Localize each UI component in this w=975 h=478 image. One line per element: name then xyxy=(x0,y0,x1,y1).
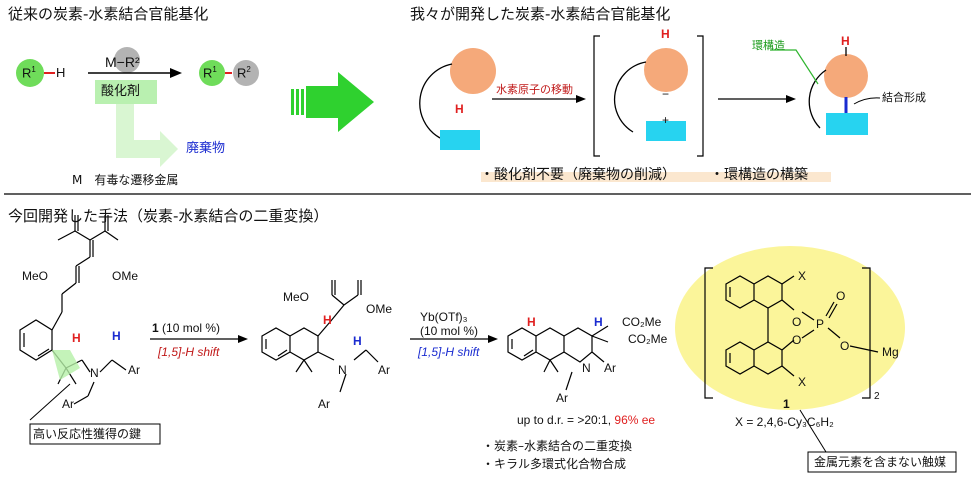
h-blue-2: H xyxy=(353,334,362,348)
product-r1: R1 xyxy=(203,65,217,81)
cat-p: P xyxy=(816,317,825,331)
cat-x-bottom: X xyxy=(798,375,807,389)
h-label-1: H xyxy=(455,102,464,116)
r2-circle-reagent xyxy=(114,47,140,73)
ar-3: Ar xyxy=(378,363,390,377)
h-label-2: H xyxy=(661,27,670,41)
orange-circle-2 xyxy=(644,48,688,92)
h-red-2: H xyxy=(323,313,332,327)
r2-circle-product xyxy=(233,60,259,86)
plus-sign: + xyxy=(662,113,670,127)
co2me-b: CO₂Me xyxy=(628,332,668,346)
ar-1: Ar xyxy=(128,363,140,377)
r1h-h: H xyxy=(56,65,66,80)
bond-formation-label: 結合形成 xyxy=(882,91,926,104)
product-r1-sup: 1 xyxy=(212,65,217,74)
cat-definition: X = 2,4,6-Cy₃C₆H₂ xyxy=(735,415,834,429)
ome-1: OMe xyxy=(112,269,139,283)
oxidant-box xyxy=(95,80,157,104)
shift-label-2: [1,5]-H shift xyxy=(418,345,480,359)
feature-1: ・炭素–水素結合の二重変換 xyxy=(482,439,633,453)
h-blue-3: H xyxy=(594,315,603,329)
cat-subscript: 2 xyxy=(874,391,880,402)
benefit-highlight xyxy=(481,172,831,182)
ome-2: OMe xyxy=(366,302,393,316)
bottom-title: 今回開発した手法（炭素-水素結合の二重変換） xyxy=(8,207,329,225)
h-label-3: H xyxy=(841,34,850,48)
h-red-3: H xyxy=(527,315,536,329)
key-label-box xyxy=(29,423,161,445)
r1-circle-product xyxy=(199,60,225,86)
cat-o-1: O xyxy=(792,315,802,329)
catalyst-highlight xyxy=(675,246,905,410)
yb-reagent: Yb(OTf)₃ xyxy=(420,310,468,324)
starting-material xyxy=(19,215,127,405)
h-blue-1: H xyxy=(112,329,121,343)
feature-2: ・キラル多環式化合物合成 xyxy=(482,457,627,471)
top-left-title: 従来の炭素-水素結合官能基化 xyxy=(8,5,209,23)
product-r2-r: R xyxy=(237,65,247,81)
n-2: N xyxy=(338,363,347,377)
benefit-2: ・環構造の構築 xyxy=(710,167,808,183)
r1-circle xyxy=(16,59,44,87)
catalyst-number-1: 1 xyxy=(152,321,159,335)
catalyst-amount-1: (10 mol %) xyxy=(162,321,221,335)
product-r1-r: R xyxy=(203,65,213,81)
key-label: 高い反応性獲得の鍵 xyxy=(33,427,142,441)
ring-structure-label: 環構造 xyxy=(752,39,785,52)
metal-note: M 有毒な遷移金属 xyxy=(72,173,179,187)
r1h-sup: 1 xyxy=(31,65,36,74)
yb-amount: (10 mol %) xyxy=(420,324,479,338)
cat-o-2: O xyxy=(792,333,802,347)
cyan-rect-1 xyxy=(440,130,480,150)
ar-2: Ar xyxy=(62,397,74,411)
meo-2: MeO xyxy=(283,290,310,304)
catalyst-structure xyxy=(725,275,879,377)
meo-1: MeO xyxy=(22,269,49,283)
cat-x-top: X xyxy=(798,269,807,283)
orange-circle-3 xyxy=(824,54,868,98)
ar-5: Ar xyxy=(604,361,616,375)
benefit-1: ・酸化剤不要（廃棄物の削減） xyxy=(480,167,676,183)
cyan-rect-3 xyxy=(826,113,868,135)
cat-number: 1 xyxy=(783,397,790,411)
cat-mg: Mg xyxy=(882,345,899,359)
oxidant-label: 酸化剤 xyxy=(101,84,141,99)
product-r2: R2 xyxy=(237,65,251,81)
cat-o-3: O xyxy=(836,289,846,303)
r1h-r: R xyxy=(22,65,32,81)
reagent-label: M−R² xyxy=(105,54,140,70)
ee-value: 96% ee xyxy=(614,413,656,427)
migration-label: 水素原子の移動 xyxy=(496,83,573,96)
waste-label: 廃棄物 xyxy=(186,141,226,156)
cyan-rect-2 xyxy=(646,121,686,141)
catalyst-loading-1: 1 (10 mol %) xyxy=(152,322,220,334)
shift-label-1: [1,5]-H shift xyxy=(158,345,220,359)
r1h-label: R1 xyxy=(22,65,36,81)
n-3: N xyxy=(582,361,591,375)
metal-free-box xyxy=(807,451,957,473)
minus-sign: − xyxy=(662,87,670,101)
h-red-1: H xyxy=(72,331,81,345)
product-r2-sup: 2 xyxy=(246,65,251,74)
top-right-title: 我々が開発した炭素-水素結合官能基化 xyxy=(410,5,671,23)
metal-free-label: 金属元素を含まない触媒 xyxy=(814,455,947,469)
n-1: N xyxy=(90,366,99,380)
ar-6: Ar xyxy=(556,391,568,405)
key-highlight xyxy=(52,350,80,380)
ar-4: Ar xyxy=(318,397,330,411)
co2me-a: CO₂Me xyxy=(622,315,662,329)
waste-arrow xyxy=(116,104,178,167)
cat-o-4: O xyxy=(840,339,850,353)
big-green-arrow xyxy=(306,72,374,132)
dr-value: up to d.r. = >20:1, xyxy=(517,413,615,427)
intermediate-structure xyxy=(261,280,379,393)
yield-line: up to d.r. = >20:1, 96% ee xyxy=(517,414,655,426)
orange-circle-1 xyxy=(450,48,496,94)
product-structure xyxy=(507,325,609,391)
